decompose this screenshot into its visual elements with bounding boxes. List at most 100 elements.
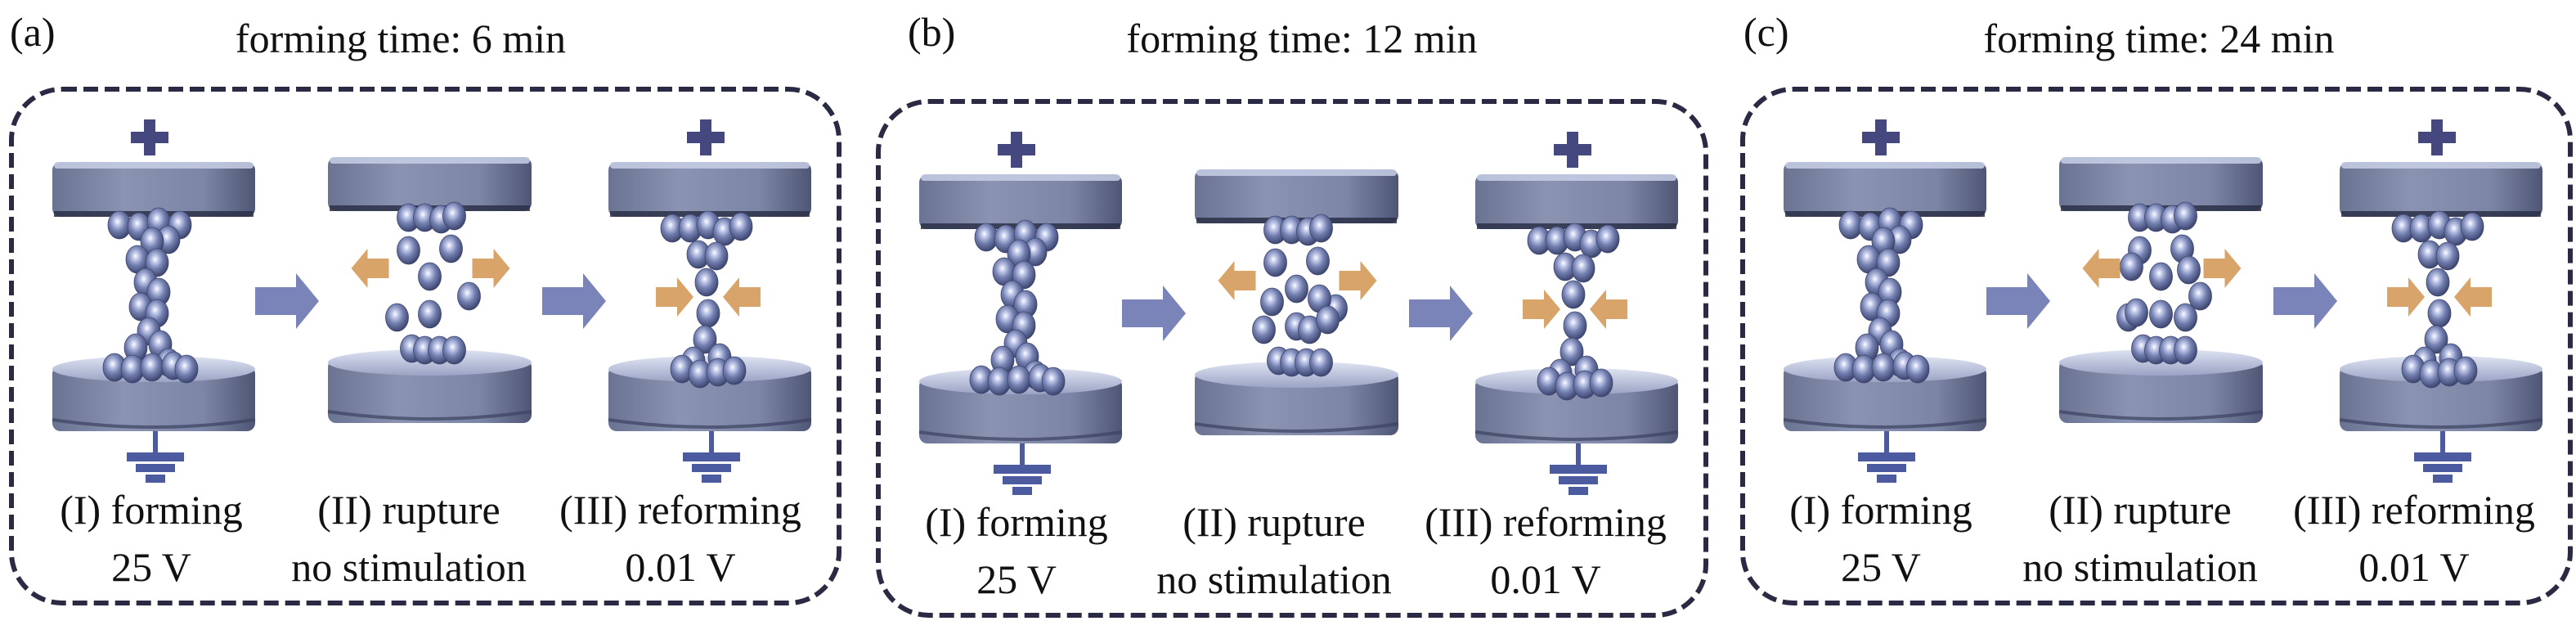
ion-sphere (418, 299, 442, 329)
ion-sphere (442, 335, 466, 365)
ion-sphere (1012, 260, 1036, 290)
plus-icon (1862, 119, 1900, 155)
filament (660, 210, 753, 389)
stage-label-rupture: (II) rupture no stimulation (1156, 502, 1392, 600)
stage-name: (I) forming (925, 499, 1108, 545)
plus-icon (998, 132, 1035, 168)
ion-sphere (2460, 212, 2484, 241)
plus-icon (687, 119, 725, 155)
stage-name: (I) forming (1789, 487, 1972, 533)
ion-sphere (2174, 335, 2197, 365)
ground-icon (2414, 431, 2471, 483)
stage-condition: 0.01 V (625, 544, 736, 590)
ion-sphere (442, 201, 466, 231)
panels-layer (9, 87, 2573, 618)
filament (385, 201, 481, 365)
orange-arrow-right-icon (656, 277, 693, 317)
stage-label-reforming: (III) reforming 0.01 V (559, 489, 801, 587)
ground-icon (994, 443, 1051, 495)
filament (1252, 214, 1348, 377)
stage-label-rupture: (II) rupture no stimulation (2022, 489, 2258, 587)
top-electrode (1784, 162, 1986, 217)
panel-border (9, 87, 841, 605)
filament (2116, 201, 2212, 365)
ion-sphere (1589, 368, 1613, 398)
ion-sphere (418, 262, 442, 291)
stage-name: (III) reforming (559, 487, 801, 533)
filament (969, 219, 1066, 396)
stage-label-reforming: (III) reforming 0.01 V (2293, 489, 2535, 587)
orange-arrow-left-icon (723, 277, 761, 317)
orange-arrow-right-icon (2203, 249, 2242, 288)
bottom-electrode (1474, 368, 1679, 443)
ion-sphere (1560, 337, 1584, 367)
stage-condition: no stimulation (1156, 556, 1392, 602)
filament (1527, 223, 1620, 401)
ion-sphere (2453, 356, 2478, 385)
ion-sphere (1871, 353, 1896, 382)
ion-sphere (693, 325, 717, 354)
orange-arrow-left-icon (2082, 249, 2120, 288)
ion-sphere (1306, 246, 1330, 276)
ion-sphere (145, 248, 169, 277)
ground-icon (683, 431, 740, 483)
orange-arrow-left-icon (351, 249, 389, 288)
ion-sphere (397, 236, 420, 265)
stage-condition: 25 V (976, 556, 1057, 602)
ion-sphere (1571, 254, 1595, 283)
panel-title: forming time: 12 min (1126, 16, 1478, 61)
stage-forming (1783, 119, 1987, 483)
orange-arrow-right-icon (1523, 290, 1560, 329)
ion-sphere (385, 303, 409, 332)
stage-forming (52, 119, 256, 483)
stage-label-forming: (I) forming 25 V (1789, 489, 1972, 587)
top-electrode (328, 157, 532, 211)
ion-sphere (174, 354, 199, 384)
ion-sphere (457, 281, 481, 311)
top-electrode (52, 162, 255, 217)
stage-name: (II) rupture (2049, 487, 2232, 533)
orange-arrow-right-icon (2387, 277, 2425, 317)
ion-sphere (2125, 298, 2148, 327)
stage-rupture (327, 157, 532, 423)
stage-condition: 25 V (111, 544, 191, 590)
right-arrow-icon (1409, 286, 1473, 341)
ion-sphere (694, 268, 719, 297)
ion-sphere (2427, 299, 2452, 328)
ion-sphere (1285, 274, 1308, 304)
top-electrode (1475, 174, 1678, 229)
ground-icon (127, 431, 184, 483)
panel-title: forming time: 6 min (235, 16, 567, 61)
orange-arrow-left-icon (1590, 290, 1627, 329)
panel-a (9, 87, 841, 605)
ion-sphere (2435, 241, 2460, 271)
ion-sphere (2426, 268, 2450, 297)
panel-title: forming time: 24 min (1983, 16, 2335, 61)
top-electrode (1195, 169, 1398, 223)
panel-letter: (a) (10, 9, 56, 55)
right-arrow-icon (542, 273, 606, 329)
plus-icon (2418, 119, 2456, 155)
panel-border (876, 99, 1708, 618)
ion-sphere (729, 212, 753, 241)
stage-condition: 0.01 V (2358, 544, 2470, 590)
ion-sphere (1561, 280, 1586, 309)
ion-sphere (704, 241, 729, 271)
panel-c (1740, 87, 2573, 605)
ion-sphere (1309, 348, 1333, 377)
bottom-electrode (1194, 362, 1399, 435)
stage-rupture (1194, 169, 1399, 435)
right-arrow-icon (2273, 273, 2337, 329)
top-electrode (608, 162, 811, 217)
top-electrode (2059, 157, 2263, 211)
ion-sphere (1007, 365, 1031, 394)
ion-sphere (1595, 224, 1620, 254)
right-arrow-icon (1986, 273, 2050, 329)
stage-name: (II) rupture (317, 487, 500, 533)
bottom-electrode (608, 356, 812, 431)
stage-label-forming: (I) forming 25 V (925, 502, 1108, 600)
stage-label-forming: (I) forming 25 V (60, 489, 243, 587)
stage-condition: 0.01 V (1490, 556, 1601, 602)
stage-label-reforming: (III) reforming 0.01 V (1425, 502, 1667, 600)
